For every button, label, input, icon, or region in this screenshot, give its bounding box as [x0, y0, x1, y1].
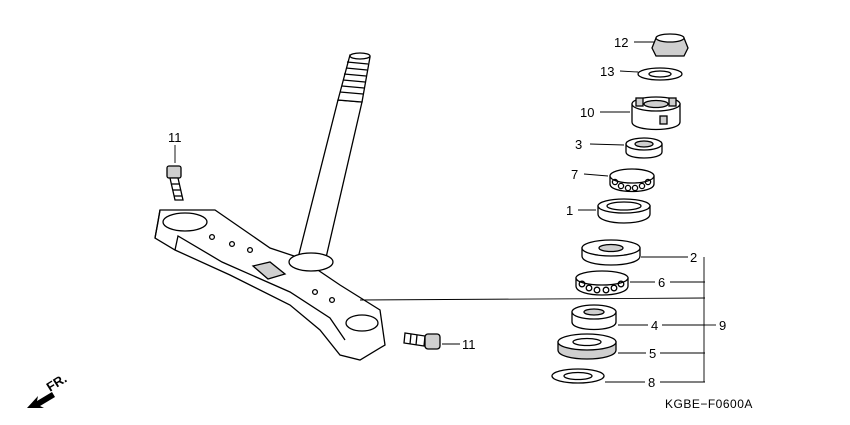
upper-cone-race [625, 137, 663, 159]
direction-label: FR. [44, 371, 70, 395]
lock-nut [631, 96, 681, 131]
lower-ball-race [581, 239, 641, 266]
washer-top [637, 67, 683, 81]
callout-stem-bolt-top: 11 [168, 130, 182, 145]
callout-upper-cone-race: 3 [575, 137, 582, 152]
callout-lower-bearing: 6 [658, 275, 665, 290]
stem-nut [651, 33, 689, 57]
steering-stem-assembly [154, 52, 386, 361]
upper-ball-race [597, 198, 651, 224]
diagram-part-code: KGBE−F0600A [665, 397, 753, 411]
callout-lower-ball-race: 2 [690, 250, 697, 265]
callout-dust-seal-washer: 8 [648, 375, 655, 390]
callout-washer-top: 13 [600, 64, 614, 79]
callout-lock-nut: 10 [580, 105, 594, 120]
callout-upper-bearing: 7 [571, 167, 578, 182]
callout-stem-bolt-bottom: 11 [462, 337, 476, 352]
upper-bearing [609, 168, 655, 193]
stem-bolt-top [166, 165, 184, 201]
callout-lower-cone-race: 4 [651, 318, 658, 333]
dust-seal [557, 333, 617, 360]
dust-seal-washer [551, 368, 605, 384]
thread-lines [339, 61, 369, 95]
lower-bearing [575, 270, 629, 296]
front-direction-arrow: FR. [27, 371, 69, 408]
stem-bolt-bottom [403, 332, 441, 350]
callout-dust-seal: 5 [649, 346, 656, 361]
callout-stem-nut: 12 [614, 35, 628, 50]
lower-cone-race [571, 304, 617, 331]
callout-bearing-set: 9 [719, 318, 726, 333]
callout-upper-ball-race: 1 [566, 203, 573, 218]
